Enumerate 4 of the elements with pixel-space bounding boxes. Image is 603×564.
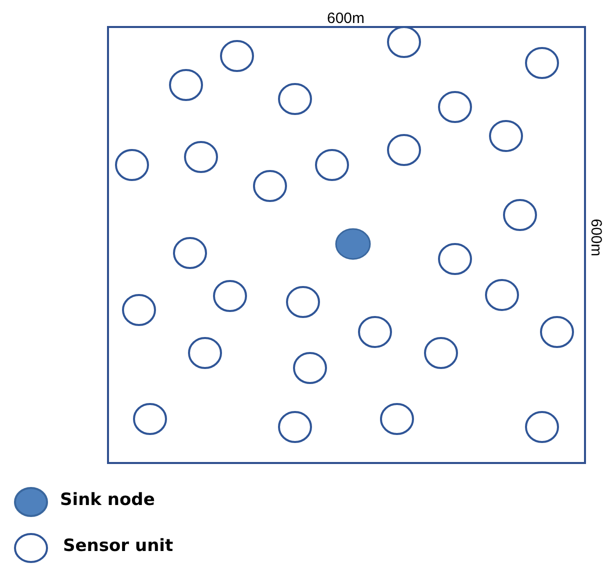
- legend-label: Sensor unit: [63, 538, 174, 555]
- dimension-label: 600m: [327, 10, 365, 26]
- dimension-label: 600m: [588, 218, 603, 256]
- legend-label: Sink node: [60, 492, 155, 509]
